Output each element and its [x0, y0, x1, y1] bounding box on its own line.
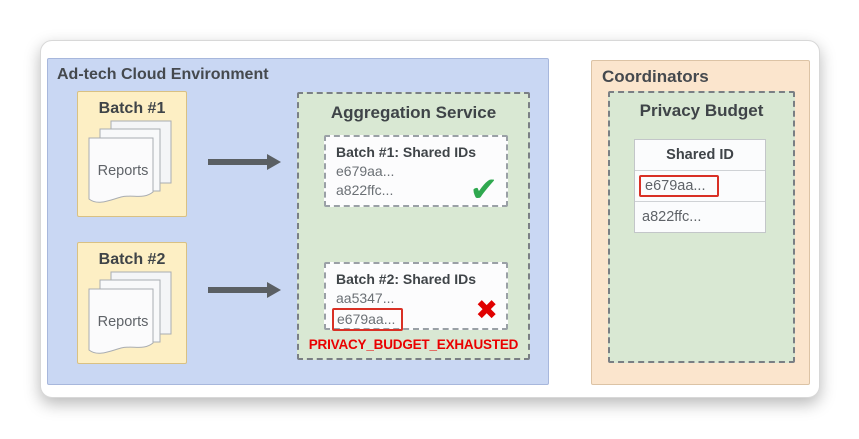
privacy-budget-box: Privacy Budget Shared ID e679aa... a822f…	[608, 91, 795, 363]
shared-id-value: e679aa...	[336, 163, 395, 179]
consumed-id-highlight: e679aa...	[639, 175, 720, 197]
adtech-environment-title: Ad-tech Cloud Environment	[57, 66, 269, 83]
arrow-shaft	[208, 287, 267, 293]
reports-label: Reports	[97, 314, 149, 330]
error-cross-icon: ✖	[475, 295, 498, 326]
coordinators-box: Coordinators Privacy Budget Shared ID e6…	[591, 60, 810, 385]
shared-id-table-header: Shared ID	[666, 147, 734, 163]
adtech-cloud-environment: Ad-tech Cloud Environment Batch #1 Repor…	[47, 58, 549, 385]
privacy-budget-title: Privacy Budget	[639, 101, 764, 120]
duplicate-id-highlight: e679aa...	[332, 307, 404, 331]
arrow-head	[267, 282, 281, 298]
coordinators-title: Coordinators	[602, 67, 709, 86]
stacked-documents-icon	[88, 271, 172, 354]
reports-stack-icon: Reports	[87, 271, 179, 361]
shared-id-value: aa5347...	[336, 290, 395, 306]
batch-2-flow-arrow-icon	[208, 282, 281, 298]
batch-1-flow-arrow-icon	[208, 154, 281, 170]
success-check-icon: ✔	[469, 170, 499, 210]
aggregation-service-box: Aggregation Service Batch #1: Shared IDs…	[297, 92, 530, 360]
batch-1-result-box: Batch #1: Shared IDs e679aa... a822ffc..…	[324, 135, 508, 207]
privacy-budget-exhausted-label: PRIVACY_BUDGET_EXHAUSTED	[308, 337, 519, 352]
aggregation-service-title: Aggregation Service	[330, 103, 497, 122]
diagram-card: Ad-tech Cloud Environment Batch #1 Repor…	[40, 40, 820, 398]
batch-2-box: Batch #2 Reports	[77, 242, 187, 364]
arrow-shaft	[208, 159, 267, 165]
stacked-documents-icon	[88, 120, 172, 203]
batch-1-box: Batch #1 Reports	[77, 91, 187, 217]
table-row: a822ffc...	[635, 201, 765, 232]
batch-1-label: Batch #1	[98, 100, 166, 117]
batch-2-result-box: Batch #2: Shared IDs aa5347... e679aa...…	[324, 262, 508, 331]
batch-2-result-title: Batch #2: Shared IDs	[336, 271, 477, 287]
arrow-head	[267, 154, 281, 170]
shared-id-value: a822ffc...	[336, 181, 394, 198]
reports-label: Reports	[97, 163, 149, 179]
batch-2-label: Batch #2	[98, 251, 166, 268]
shared-id-table: Shared ID e679aa... a822ffc...	[634, 139, 766, 233]
batch-1-result-title: Batch #1: Shared IDs	[336, 144, 477, 160]
reports-stack-icon: Reports	[87, 120, 179, 210]
table-row: e679aa...	[635, 170, 765, 201]
